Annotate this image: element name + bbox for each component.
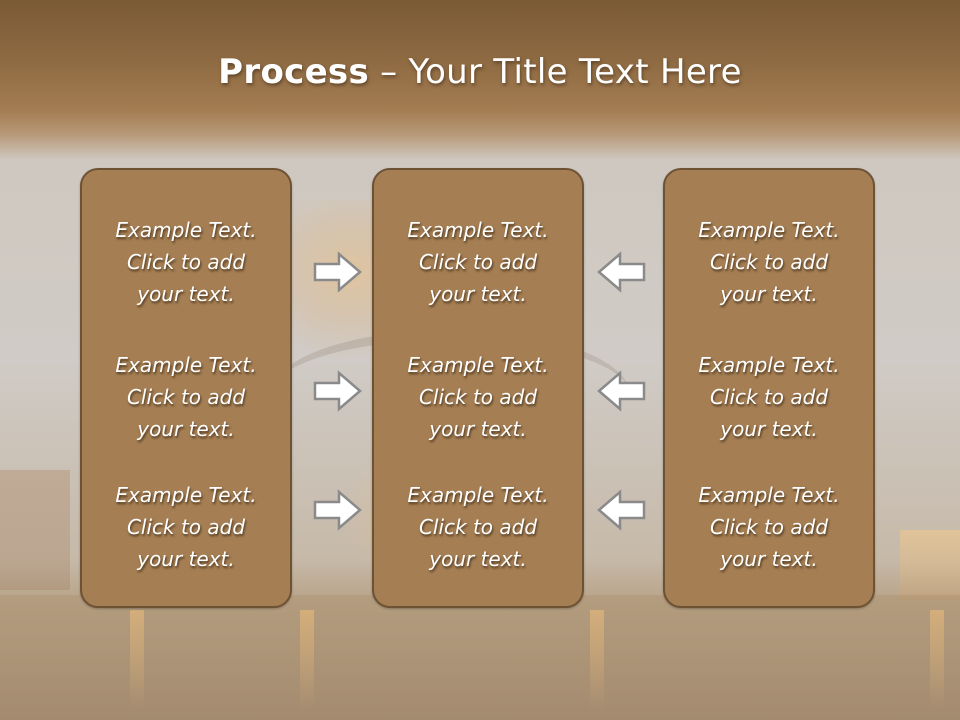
slide-title[interactable]: Process – Your Title Text Here <box>0 52 960 92</box>
text-placeholder[interactable]: Example Text. Click to add your text. <box>407 483 549 571</box>
right-arrow-icon <box>313 489 363 531</box>
process-box-middle[interactable]: Example Text. Click to add your text. Ex… <box>372 168 584 608</box>
slide-title-bold: Process <box>218 52 370 92</box>
text-placeholder[interactable]: Example Text. Click to add your text. <box>115 483 257 571</box>
water-background <box>0 595 960 720</box>
building-background-shape <box>900 530 960 600</box>
text-placeholder[interactable]: Example Text. Click to add your text. <box>407 353 549 441</box>
light-reflection <box>300 610 314 710</box>
right-arrow-icon <box>313 251 363 293</box>
text-placeholder[interactable]: Example Text. Click to add your text. <box>698 218 840 306</box>
left-arrow-icon <box>596 370 646 412</box>
text-placeholder[interactable]: Example Text. Click to add your text. <box>698 483 840 571</box>
process-box-left[interactable]: Example Text. Click to add your text. Ex… <box>80 168 292 608</box>
left-arrow-icon <box>596 251 646 293</box>
right-arrow-icon <box>313 370 363 412</box>
building-background-shape <box>0 470 70 590</box>
text-placeholder[interactable]: Example Text. Click to add your text. <box>698 353 840 441</box>
light-reflection <box>930 610 944 710</box>
text-placeholder[interactable]: Example Text. Click to add your text. <box>115 218 257 306</box>
left-arrow-icon <box>596 489 646 531</box>
process-box-right[interactable]: Example Text. Click to add your text. Ex… <box>663 168 875 608</box>
text-placeholder[interactable]: Example Text. Click to add your text. <box>407 218 549 306</box>
text-placeholder[interactable]: Example Text. Click to add your text. <box>115 353 257 441</box>
light-reflection <box>130 610 144 710</box>
light-reflection <box>590 610 604 710</box>
slide-title-rest: – Your Title Text Here <box>369 52 742 92</box>
